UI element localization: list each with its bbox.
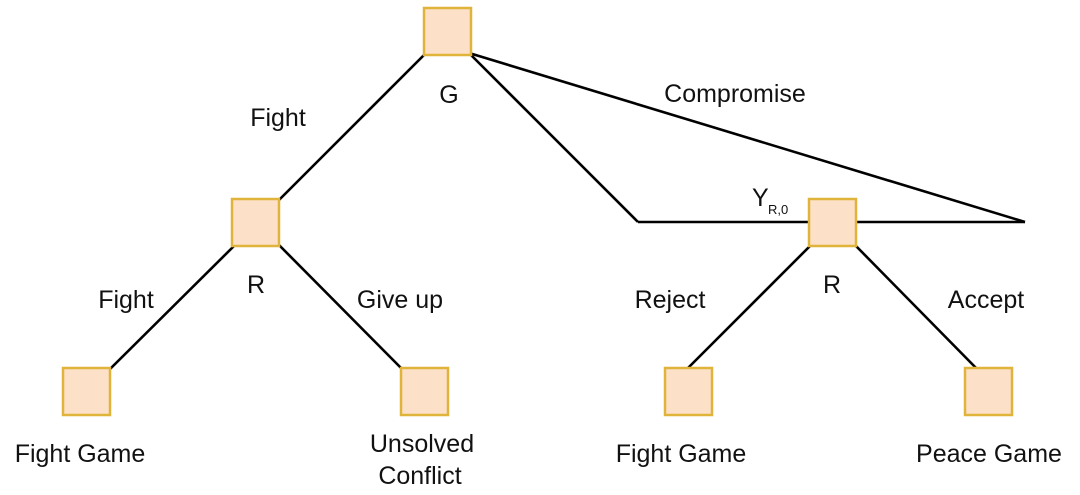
edge-root-to-compromise	[468, 51, 1026, 224]
edge-left-to-leaf2	[278, 244, 406, 373]
left-mid-node	[230, 197, 281, 248]
info-set-label: Y	[752, 184, 769, 212]
edge-right-to-leaf3	[683, 244, 812, 373]
leaf-label-2-line2: Conflict	[378, 462, 461, 490]
leaf-node-4	[963, 366, 1014, 417]
leaf-node-3	[663, 366, 714, 417]
edge-label-reject: Reject	[635, 286, 706, 314]
edge-right-to-leaf4	[854, 244, 981, 373]
info-set-subscript: R,0	[768, 202, 788, 217]
leaf-label-3: Fight Game	[616, 440, 747, 468]
edge-label-compromise: Compromise	[664, 80, 806, 108]
edge-label-left-fight: Fight	[98, 286, 154, 314]
leaf-node-2	[399, 366, 450, 417]
leaf-label-1: Fight Game	[15, 440, 146, 468]
root-node	[422, 6, 473, 57]
root-node-label: G	[439, 81, 458, 109]
right-mid-node	[807, 197, 858, 248]
leaf-label-2-line1: Unsolved	[370, 430, 474, 458]
right-mid-node-label: R	[823, 271, 841, 299]
edge-left-to-leaf1	[106, 244, 236, 373]
edge-root-to-right-branch	[468, 52, 639, 223]
edge-label-root-fight: Fight	[250, 104, 306, 132]
edge-label-give-up: Give up	[357, 286, 443, 314]
leaf-label-4: Peace Game	[916, 440, 1062, 468]
left-mid-node-label: R	[247, 271, 265, 299]
edge-root-to-left	[276, 52, 427, 203]
leaf-node-1	[61, 366, 112, 417]
edge-label-accept: Accept	[948, 286, 1024, 314]
